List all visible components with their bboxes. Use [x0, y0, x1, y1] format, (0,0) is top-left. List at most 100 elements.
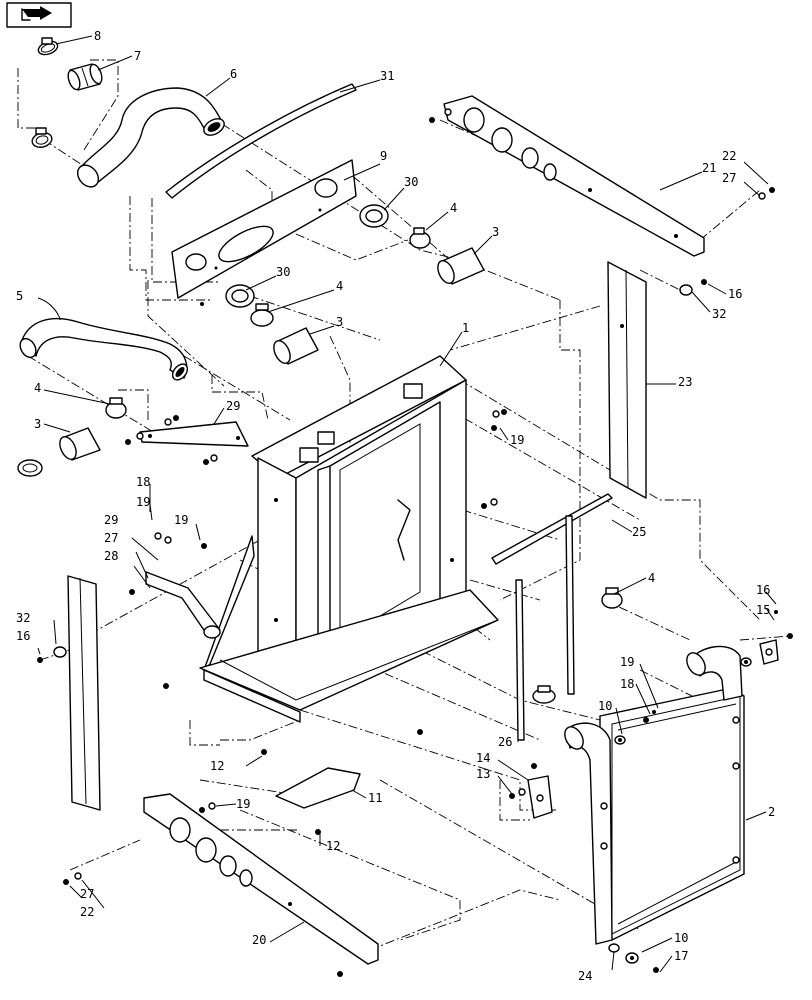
- bolt-icon: [481, 498, 498, 509]
- callout-27-lower: 27: [80, 887, 94, 901]
- hose-clamp-8: [37, 37, 59, 56]
- callout-6: 6: [230, 67, 237, 81]
- callout-16-right: 16: [728, 287, 742, 301]
- hose-clamp-lower-mid: [532, 685, 556, 704]
- callout-1: 1: [462, 321, 469, 335]
- seal-strip-26: [515, 579, 525, 741]
- callout-12-lower: 12: [326, 839, 340, 853]
- bolt-icon: [261, 749, 267, 755]
- hose-coupler-3-left: [59, 427, 101, 461]
- callout-20: 20: [252, 933, 266, 947]
- leader-lines: [37, 35, 777, 973]
- support-bracket-29-upper: [139, 421, 249, 447]
- callout-labels: 8 7 6 31 9 30 4 3 21 22 27 16 32 23 30 4…: [16, 29, 775, 983]
- callout-4-upper: 4: [450, 201, 457, 215]
- bolt-icon: [701, 279, 707, 285]
- bolt-icon: [429, 108, 452, 123]
- seal-strip-31: [165, 83, 357, 199]
- callout-18-left: 18: [136, 475, 150, 489]
- washer-32-right: [679, 284, 693, 296]
- callout-10-upper: 10: [598, 699, 612, 713]
- bolt-icon: [608, 943, 620, 953]
- hose-clamp-lower-left: [31, 127, 53, 148]
- mount-bracket-15: [759, 639, 779, 665]
- callout-5: 5: [16, 289, 23, 303]
- intake-hose-5: [19, 317, 189, 381]
- callout-4-left: 4: [34, 381, 41, 395]
- callout-22-upper: 22: [722, 149, 736, 163]
- lower-mount-bracket-20: [143, 793, 379, 965]
- callout-31: 31: [380, 69, 394, 83]
- callout-17: 17: [674, 949, 688, 963]
- callout-13: 13: [476, 767, 490, 781]
- bolt-icon: [201, 543, 207, 549]
- hose-clamp-lower-left-2: [17, 459, 43, 477]
- callout-4-right: 4: [648, 571, 655, 585]
- bolt-icon: [643, 717, 649, 723]
- hose-coupler-3-mid: [273, 327, 319, 365]
- washer-32-left: [53, 646, 67, 658]
- callout-19-mid: 19: [174, 513, 188, 527]
- callout-29-lower: 29: [104, 513, 118, 527]
- side-shroud-panel-left: [67, 575, 101, 811]
- callout-30-lower: 30: [276, 265, 290, 279]
- callout-22-lower: 22: [80, 905, 94, 919]
- mount-bracket-14: [527, 775, 553, 819]
- callout-26: 26: [498, 735, 512, 749]
- upper-mount-bracket-21: [443, 95, 705, 257]
- callout-19-left: 19: [136, 495, 150, 509]
- charge-air-cooler-2: [564, 645, 745, 945]
- callout-19-lower: 19: [236, 797, 250, 811]
- hose-coupler-7: [67, 63, 103, 91]
- callout-3-left: 3: [34, 417, 41, 431]
- callout-10-lower: 10: [674, 931, 688, 945]
- callout-11: 11: [368, 791, 382, 805]
- bolt-icon: [531, 763, 537, 769]
- bolt-icon: [200, 302, 204, 306]
- callout-30-upper: 30: [404, 175, 418, 189]
- bolt-icon: [125, 432, 144, 445]
- bolt-icon: [199, 802, 216, 813]
- callout-24: 24: [578, 969, 592, 983]
- bolt-icon: [758, 187, 775, 200]
- hose-clamp-4-mid: [250, 303, 274, 327]
- hose-clamp-4-left: [105, 397, 127, 419]
- bolt-icon: [417, 729, 423, 735]
- callout-3-upper: 3: [492, 225, 499, 239]
- radiator-frame-1: [199, 355, 499, 723]
- bolt-icon: [492, 409, 507, 418]
- hose-clamp-4-upper: [409, 227, 431, 249]
- callout-19-right: 19: [620, 655, 634, 669]
- bolt-icon: [164, 415, 179, 426]
- grommet-30-upper: [359, 204, 389, 228]
- baffle-plate-9: [171, 159, 357, 299]
- bolt-icon: [653, 967, 659, 973]
- hose-coupler-3-upper: [437, 247, 485, 285]
- bolt-icon: [163, 683, 169, 689]
- callout-3-mid: 3: [336, 315, 343, 329]
- callout-8: 8: [94, 29, 101, 43]
- bolt-icon: [774, 610, 778, 614]
- bolt-icon: [625, 952, 639, 964]
- page-forward-icon[interactable]: [6, 2, 72, 28]
- bolt-icon: [337, 971, 343, 977]
- deflector-plate-11: [275, 767, 361, 809]
- callout-32-right: 32: [712, 307, 726, 321]
- callout-27-left: 27: [104, 531, 118, 545]
- support-bracket-28: [145, 571, 221, 639]
- callout-25: 25: [632, 525, 646, 539]
- bolt-icon: [620, 324, 624, 328]
- callout-4-mid: 4: [336, 279, 343, 293]
- side-shroud-panel-23: [607, 261, 647, 499]
- callout-23: 23: [678, 375, 692, 389]
- intake-hose-6: [76, 87, 225, 188]
- callout-14: 14: [476, 751, 490, 765]
- bolt-icon: [491, 425, 497, 431]
- grommet-30-lower: [225, 284, 255, 308]
- callout-27-upper: 27: [722, 171, 736, 185]
- callout-32-left: 32: [16, 611, 30, 625]
- bolt-icon: [315, 829, 321, 835]
- callout-29-upper: 29: [226, 399, 240, 413]
- hose-clamp-4-right: [601, 587, 623, 609]
- callout-18-right: 18: [620, 677, 634, 691]
